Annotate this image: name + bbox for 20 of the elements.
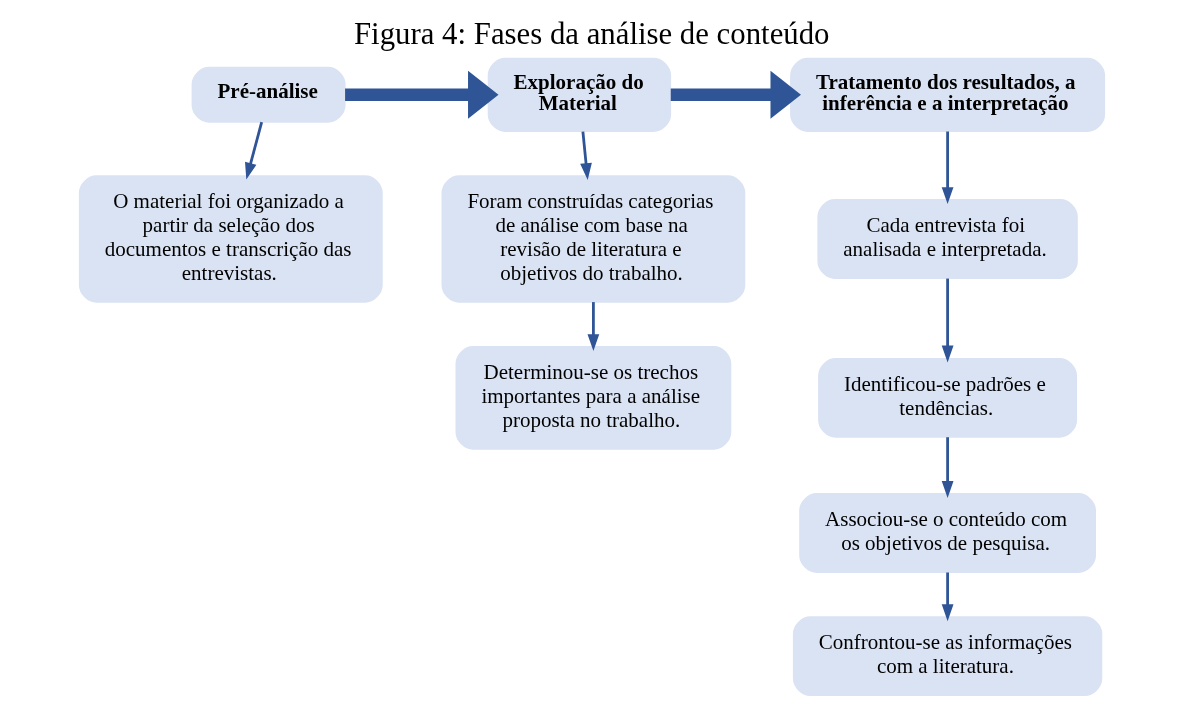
node-box: O material foi organizado a partir da seleção dos documentos e transcrição das entrevistas. (78, 175, 383, 303)
node-box: Confrontou-se as informações com a literatura. (792, 616, 1102, 697)
node-box: Identificou-se padrões e tendências. (817, 358, 1077, 438)
arrow (941, 131, 953, 204)
arrow (579, 131, 592, 180)
arrow (941, 278, 953, 363)
node-box: Associou-se o conteúdo com os objetivos de pesquisa. (798, 493, 1096, 573)
diagram-title: Figura 4: Fases da análise de conteúdo (353, 16, 830, 51)
node-box: Foram construídas categorias de análise com base na revisão de literatura e objetivos do trabalho. (441, 175, 745, 303)
node-box: Determinou-se os trechos importantes para a análise proposta no trabalho. (455, 346, 731, 450)
arrow (941, 437, 953, 498)
node-box: Exploração do Material (487, 57, 671, 132)
arrow (941, 572, 953, 622)
node-box: Pré-análise (191, 66, 346, 123)
node-box: Cada entrevista foi analisada e interpretada. (816, 199, 1078, 279)
node-box: Tratamento dos resultados, a inferência e a interpretação (789, 57, 1105, 132)
arrow (670, 70, 801, 119)
arrow (344, 70, 498, 119)
arrow (244, 121, 263, 180)
arrow (587, 302, 599, 352)
